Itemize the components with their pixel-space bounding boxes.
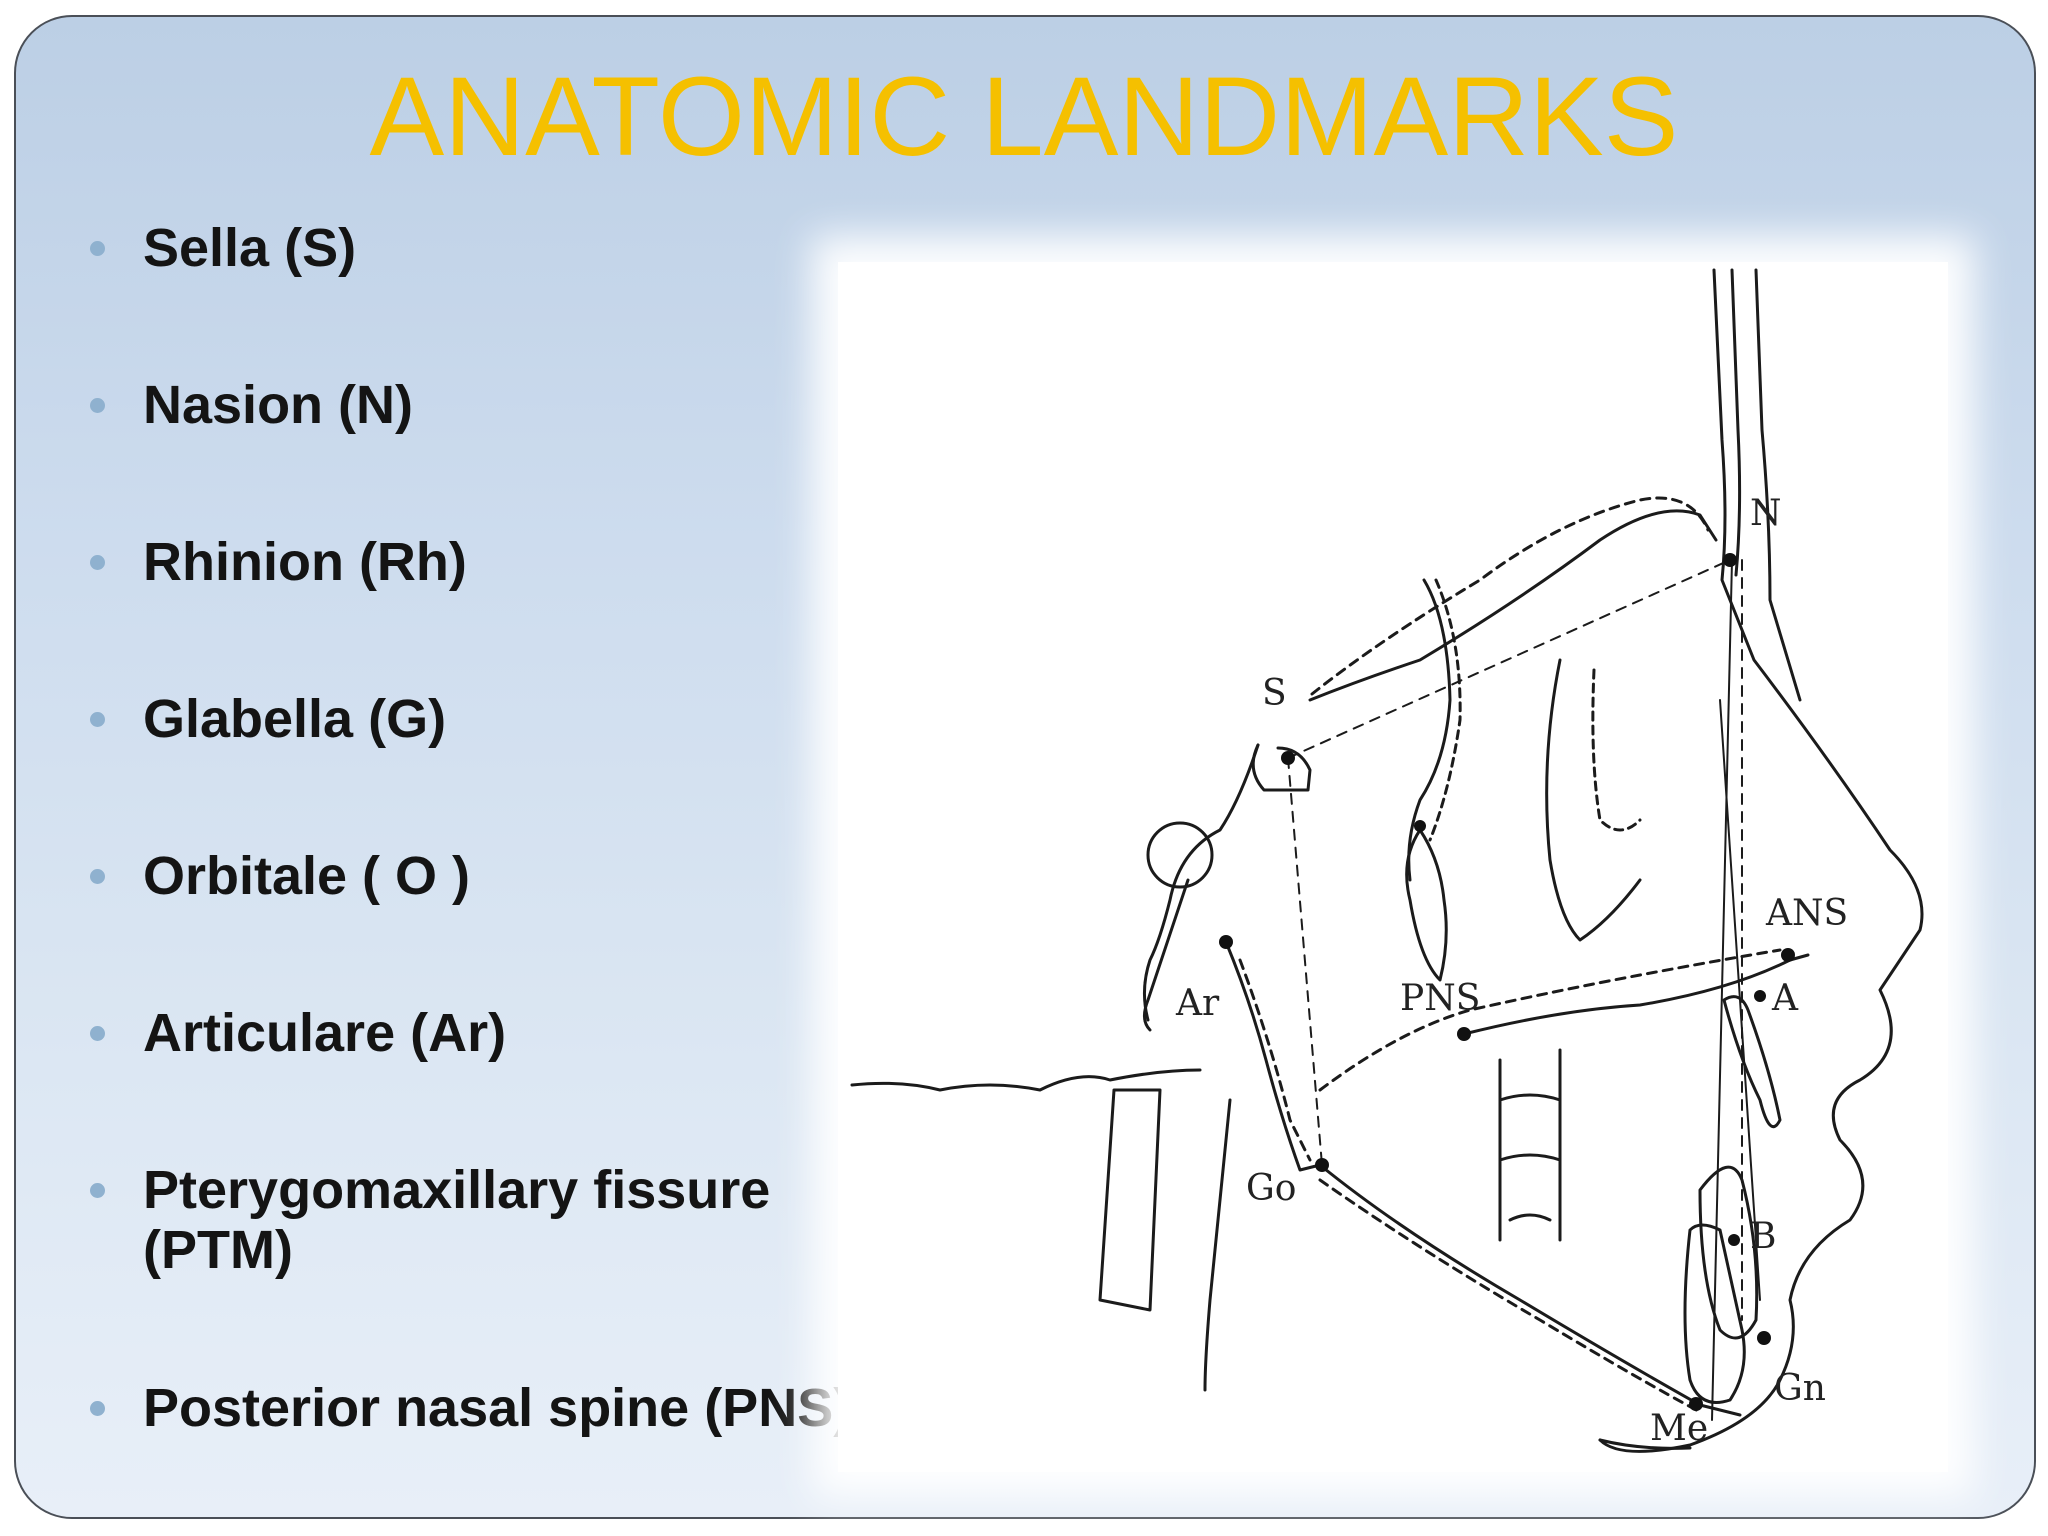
bullet-icon [90, 869, 105, 884]
cephalometric-tracing: S N ANS A PNS Ar Go B Gn Me [850, 268, 1924, 1453]
list-item: Rhinion (Rh) [90, 532, 863, 592]
nasion-point [1723, 553, 1737, 567]
chin-soft [1598, 1438, 1692, 1450]
gn-point [1757, 1331, 1771, 1345]
orbit-outline [1545, 658, 1642, 942]
mandibular-border-dashed [1318, 1178, 1702, 1414]
list-item: Pterygomaxillary fissure (PTM) [90, 1160, 863, 1280]
pterygoid-plate [1407, 578, 1452, 882]
cranial-base-dashed [1310, 496, 1710, 696]
palatal-plane [1462, 953, 1810, 1036]
condyle [1143, 878, 1190, 1032]
list-item-label: Pterygomaxillary fissure (PTM) [143, 1160, 771, 1280]
bullet-icon [90, 398, 105, 413]
ear-rod-ring [1146, 821, 1214, 889]
s-go-line [1287, 757, 1323, 1166]
list-item: Glabella (G) [90, 689, 863, 749]
go-point [1315, 1158, 1329, 1172]
cervical-vertebrae [1498, 1048, 1562, 1242]
nasion-perpendicular [1711, 559, 1733, 1421]
list-item-label: Articulare (Ar) [143, 1003, 507, 1063]
me-point [1689, 1397, 1703, 1411]
list-item: Sella (S) [90, 218, 863, 278]
list-item-label: Orbitale ( O ) [143, 846, 471, 906]
orbit-dashed [1591, 668, 1642, 832]
occiput [850, 1068, 1202, 1092]
bullet-icon [90, 241, 105, 256]
ramus-posterior [1224, 940, 1322, 1172]
b-point [1728, 1234, 1740, 1246]
slide-title: ANATOMIC LANDMARKS [369, 54, 1679, 179]
bullet-icon [90, 1183, 105, 1198]
list-item: Posterior nasal spine (PNS) [90, 1378, 863, 1438]
label-me: Me [1650, 1408, 1708, 1449]
label-b: B [1750, 1216, 1776, 1257]
neck-line [1203, 1098, 1232, 1392]
list-item: Orbitale ( O ) [90, 846, 863, 906]
bullet-icon [90, 1401, 105, 1416]
bullet-icon [90, 712, 105, 727]
list-item: Articulare (Ar) [90, 1003, 863, 1063]
bullet-icon [90, 555, 105, 570]
ar-point [1219, 935, 1233, 949]
label-ar: Ar [1175, 983, 1220, 1024]
sn-line [1287, 559, 1731, 759]
label-ans: ANS [1765, 893, 1848, 934]
list-item: Nasion (N) [90, 375, 863, 435]
label-s: S [1262, 673, 1287, 714]
label-n: N [1750, 493, 1782, 534]
palate-dashed [1318, 948, 1782, 1092]
label-a: A [1771, 978, 1799, 1019]
bullet-icon [90, 1026, 105, 1041]
clivus [1143, 743, 1260, 1022]
anterior-cranial-base [1308, 509, 1718, 702]
sella-turcica [1251, 743, 1312, 792]
sella-point [1281, 751, 1295, 765]
facial-line-b [1719, 699, 1761, 1301]
pterygoid-plate-dashed [1428, 578, 1462, 842]
list-item-label: Glabella (G) [143, 689, 447, 749]
symphysis [1683, 1223, 1746, 1404]
label-gn: Gn [1774, 1368, 1826, 1409]
ramus-inner [1238, 958, 1312, 1162]
orbitale-point [1414, 820, 1426, 832]
nose-profile [1598, 268, 1924, 1453]
cephalometric-diagram: S N ANS A PNS Ar Go B Gn Me [838, 262, 1948, 1472]
ans-point [1781, 948, 1795, 962]
landmark-list: Sella (S) Nasion (N) Rhinion (Rh) Glabel… [0, 0, 851, 1536]
list-item-label: Posterior nasal spine (PNS) [143, 1378, 852, 1438]
label-go: Go [1246, 1168, 1296, 1209]
list-item-label: Rhinion (Rh) [143, 532, 467, 592]
list-item-label: Nasion (N) [143, 375, 413, 435]
nasal-bridge [1730, 268, 1742, 577]
ptm-fissure [1405, 828, 1448, 982]
a-point [1754, 990, 1766, 1002]
incisor-lower [1698, 1165, 1759, 1340]
posterior-pharynx [1098, 1088, 1162, 1312]
nasal-bone-outline [1754, 268, 1802, 702]
list-item-label: Sella (S) [143, 218, 357, 278]
pns-point [1457, 1027, 1471, 1041]
mandibular-border [1318, 1163, 1742, 1417]
label-pns: PNS [1400, 978, 1480, 1019]
